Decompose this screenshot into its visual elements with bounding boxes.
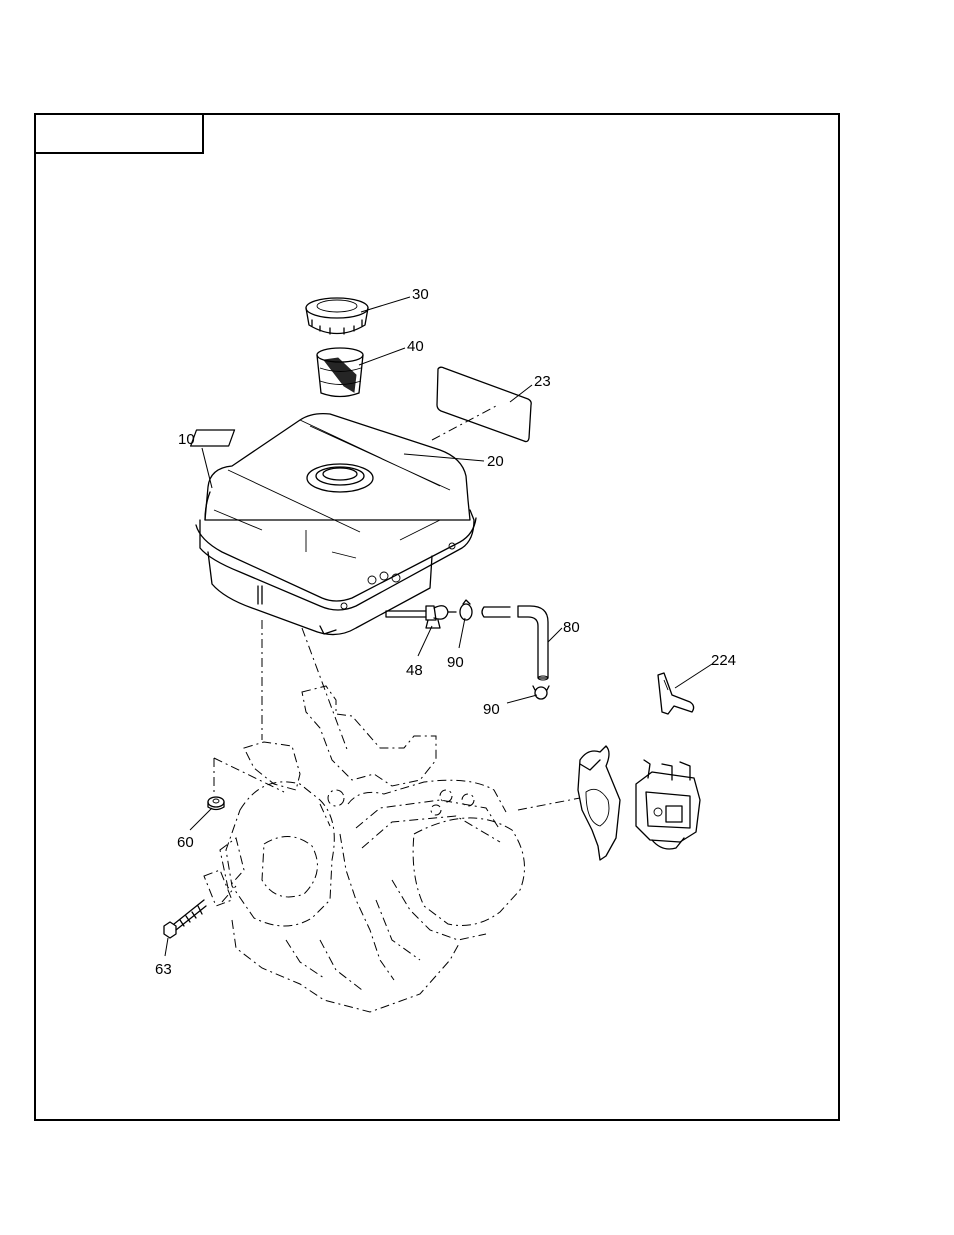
callout-30: 30: [412, 286, 429, 303]
fuel-valve-drawing: [386, 606, 456, 628]
callout-40: 40: [407, 338, 424, 355]
callout-224: 224: [711, 652, 736, 669]
leader-lines: [165, 297, 712, 956]
clamp-upper-drawing: [460, 600, 472, 620]
callout-48: 48: [406, 662, 423, 679]
callout-labels: 30 40 23 10 20 80 48 90 90 224 60 63: [155, 286, 736, 978]
fuel-tank-drawing: [191, 414, 476, 635]
callout-23: 23: [534, 373, 551, 390]
callout-80: 80: [563, 619, 580, 636]
nut-drawing: [208, 797, 224, 810]
callout-90-upper: 90: [447, 654, 464, 671]
insulator-gasket-drawing: [578, 746, 620, 860]
callout-10: 10: [178, 431, 195, 448]
callout-90-lower: 90: [483, 701, 500, 718]
callout-63: 63: [155, 961, 172, 978]
callout-60: 60: [177, 834, 194, 851]
engine-drawing: [204, 620, 525, 1012]
label-plate-drawing: [437, 367, 531, 441]
clamp-lower-drawing: [533, 686, 549, 699]
callout-20: 20: [487, 453, 504, 470]
assembly-lines: [222, 406, 580, 902]
bolt-drawing: [164, 900, 206, 938]
carburetor-drawing: [636, 760, 700, 849]
fuel-cap-drawing: [306, 298, 368, 334]
strainer-drawing: [317, 348, 363, 397]
fuel-line-drawing: [482, 606, 548, 680]
